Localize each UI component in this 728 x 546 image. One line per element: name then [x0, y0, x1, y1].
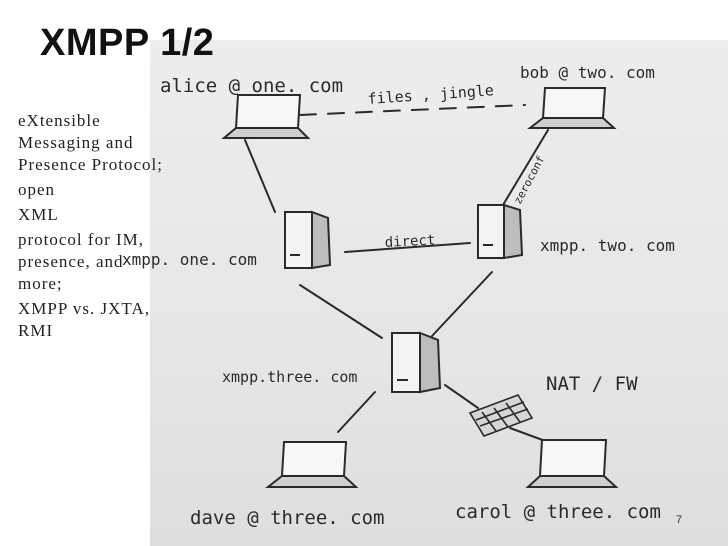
alice-laptop-icon — [224, 95, 308, 138]
server-two-icon — [478, 205, 522, 258]
label-dave: dave @ three. com — [190, 507, 384, 529]
slide-title: XMPP 1/2 — [40, 22, 214, 65]
page-number: 7 — [676, 514, 682, 526]
link-alice-bob-dashed — [300, 105, 525, 115]
link-server-three-dave — [338, 392, 375, 432]
server-one-icon — [285, 212, 330, 268]
bob-laptop-icon — [530, 88, 614, 128]
label-files-jingle: files , jingle — [367, 81, 494, 108]
link-server-one-server-three — [300, 285, 382, 338]
label-direct: direct — [384, 232, 435, 251]
link-alice-server-one — [245, 140, 275, 212]
bullet-item: XMPP vs. JXTA, RMI — [18, 298, 168, 342]
bullet-item: protocol for IM, presence, and more; — [18, 229, 168, 295]
label-nat-fw: NAT / FW — [546, 373, 638, 395]
label-bob: bob @ two. com — [520, 63, 655, 82]
bullet-list: eXtensible Messaging and Presence Protoc… — [18, 110, 168, 345]
label-carol: carol @ three. com — [455, 501, 661, 523]
bullet-item: XML — [18, 204, 168, 226]
server-three-icon — [392, 333, 440, 392]
link-server-two-server-three — [432, 272, 492, 336]
label-alice: alice @ one. com — [160, 75, 343, 97]
dave-laptop-icon — [268, 442, 356, 487]
label-xmpp-two: xmpp. two. com — [540, 236, 675, 255]
label-xmpp-three: xmpp.three. com — [222, 368, 357, 386]
bullet-item: open — [18, 179, 168, 201]
bullet-item: eXtensible Messaging and Presence Protoc… — [18, 110, 168, 176]
link-server-three-firewall — [445, 385, 478, 408]
firewall-icon — [470, 395, 532, 436]
carol-laptop-icon — [528, 440, 616, 487]
